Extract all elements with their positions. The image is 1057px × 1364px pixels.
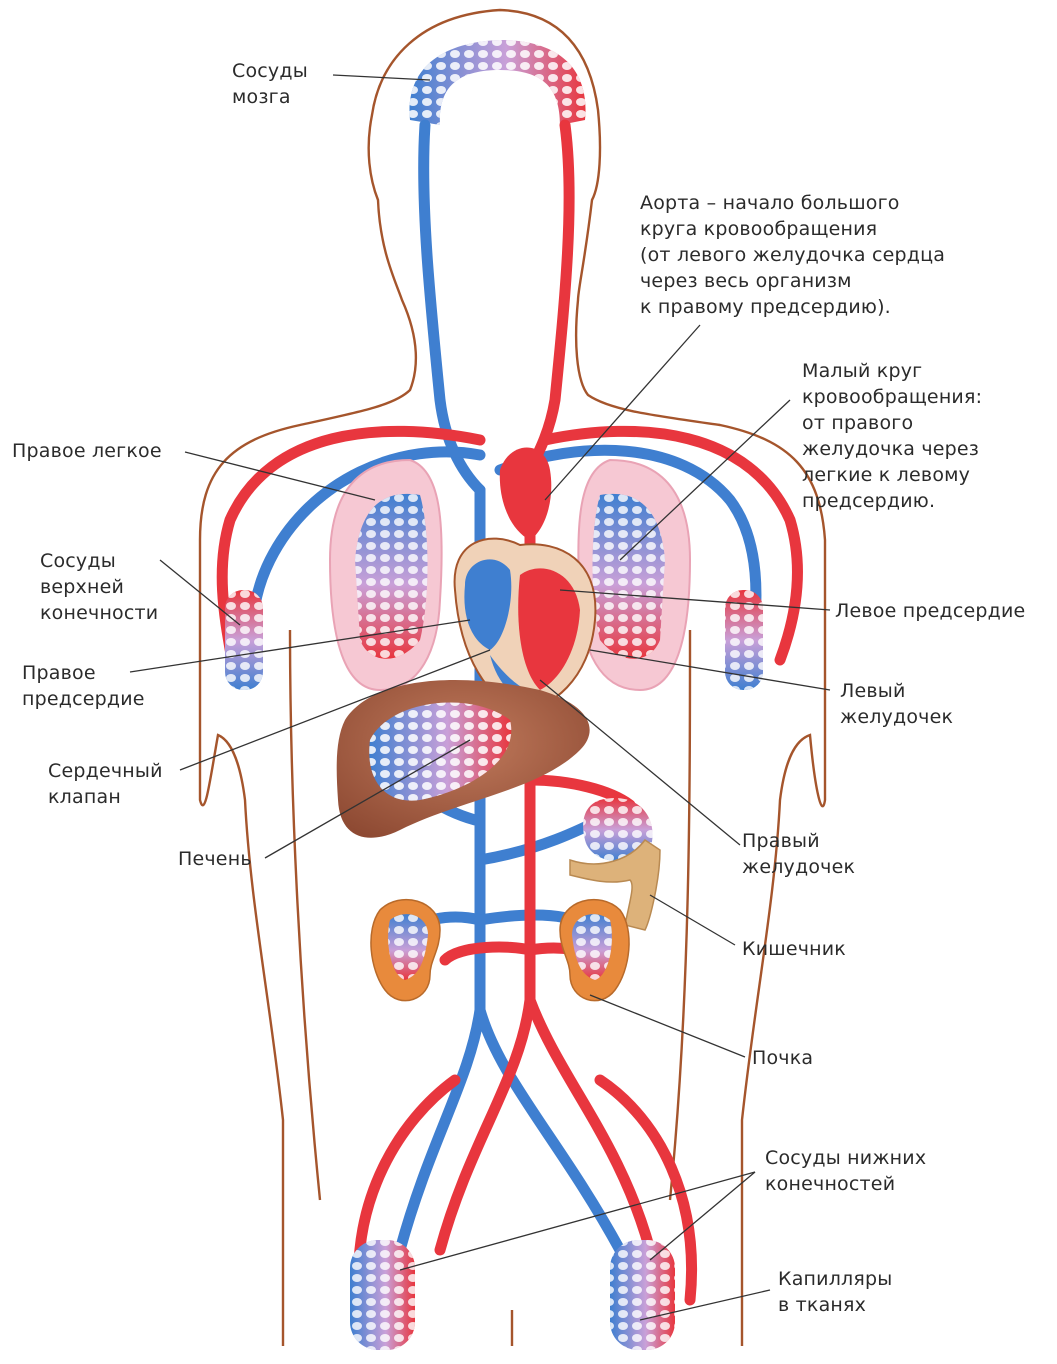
brain-vessels (410, 40, 586, 125)
label-left-atrium: Левое предсердие (835, 598, 1025, 624)
label-right-atrium: Правое предсердие (22, 660, 145, 712)
label-heart-valve: Сердечный клапан (48, 758, 163, 810)
label-capillaries: Капилляры в тканях (778, 1266, 892, 1318)
label-small-circle: Малый круг кровообращения: от правого же… (802, 358, 982, 514)
label-aorta: Аорта – начало большого круга кровообращ… (640, 190, 945, 320)
label-brain-vessels: Сосуды мозга (232, 58, 308, 110)
label-lower-limb-vessels: Сосуды нижних конечностей (765, 1145, 926, 1197)
label-liver: Печень (178, 846, 252, 872)
label-upper-limb-vessels: Сосуды верхней конечности (40, 548, 158, 626)
label-right-ventricle: Правый желудочек (742, 828, 855, 880)
label-intestine: Кишечник (742, 936, 846, 962)
label-left-ventricle: Левый желудочек (840, 678, 953, 730)
label-right-lung: Правое легкое (12, 438, 162, 464)
label-kidney: Почка (752, 1045, 813, 1071)
